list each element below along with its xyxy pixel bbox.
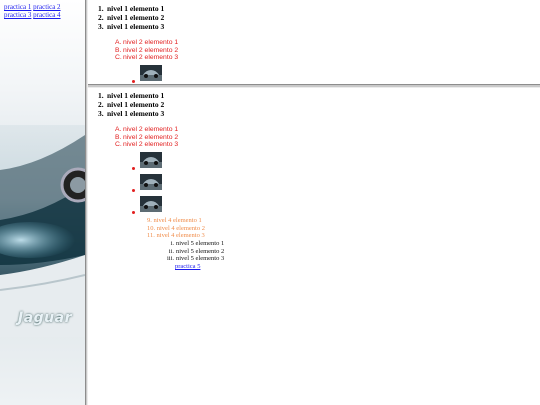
car-thumbnail-icon[interactable] xyxy=(140,196,162,212)
list-item: 1.nivel 1 elemento 1 xyxy=(98,4,165,13)
list-item: 3.nivel 1 elemento 3 xyxy=(98,109,165,118)
list-item: A.nivel 2 elemento 1 xyxy=(115,39,179,46)
list-item: 11. nivel 4 elemento 3 xyxy=(147,232,205,239)
level5-list: i.nivel 5 elemento 1 ii.nivel 5 elemento… xyxy=(162,240,224,263)
level2-list: A.nivel 2 elemento 1 B.nivel 2 elemento … xyxy=(115,39,178,62)
car-thumbnail-icon[interactable] xyxy=(140,65,162,81)
level6-container: practica 5 xyxy=(175,263,200,271)
nav-links: practica 1 practica 2 practica 3 practic… xyxy=(4,3,61,19)
bullet-icon xyxy=(132,189,135,192)
list-item: 1.nivel 1 elemento 1 xyxy=(98,91,165,100)
nav-link-practica-4[interactable]: practica 4 xyxy=(33,11,61,19)
list-item: C.nivel 2 elemento 3 xyxy=(115,54,179,61)
level2-list: A.nivel 2 elemento 1 B.nivel 2 elemento … xyxy=(115,126,178,149)
left-nav-frame: practica 1 practica 2 practica 3 practic… xyxy=(0,0,85,405)
nav-link-practica-2[interactable]: practica 2 xyxy=(33,3,61,11)
car-thumbnail-icon[interactable] xyxy=(140,174,162,190)
list-item: A.nivel 2 elemento 1 xyxy=(115,126,179,133)
car-illustration-icon xyxy=(0,125,85,337)
list-item: C.nivel 2 elemento 3 xyxy=(115,141,179,148)
list-item: 3.nivel 1 elemento 3 xyxy=(98,22,165,31)
bullet-icon xyxy=(132,211,135,214)
list-item: 10. nivel 4 elemento 2 xyxy=(147,224,205,232)
frame-splitter-vertical[interactable] xyxy=(85,0,88,405)
list-item: B.nivel 2 elemento 2 xyxy=(115,46,179,54)
nav-link-practica-1[interactable]: practica 1 xyxy=(4,3,32,11)
link-practica-5[interactable]: practica 5 xyxy=(175,263,201,270)
list-item: 2.nivel 1 elemento 2 xyxy=(98,13,165,22)
car-background-image xyxy=(0,125,85,337)
frame-splitter-horizontal[interactable] xyxy=(88,84,540,88)
bottom-content-frame: 1.nivel 1 elemento 1 2.nivel 1 elemento … xyxy=(88,88,540,405)
jaguar-logo-text: Jaguar xyxy=(18,310,72,326)
car-thumbnail-icon[interactable] xyxy=(140,152,162,168)
list-item: 9. nivel 4 elemento 1 xyxy=(147,217,202,224)
list-item: ii.nivel 5 elemento 2 xyxy=(168,247,225,255)
list-item: i.nivel 5 elemento 1 xyxy=(170,240,225,247)
list-item: 2.nivel 1 elemento 2 xyxy=(98,100,165,109)
bullet-icon xyxy=(132,167,135,170)
level1-list: 1.nivel 1 elemento 1 2.nivel 1 elemento … xyxy=(98,4,164,31)
nav-link-practica-3[interactable]: practica 3 xyxy=(4,11,32,19)
list-item: iii.nivel 5 elemento 3 xyxy=(166,255,225,262)
list-item: B.nivel 2 elemento 2 xyxy=(115,133,179,141)
top-content-frame: 1.nivel 1 elemento 1 2.nivel 1 elemento … xyxy=(88,0,540,84)
bullet-icon xyxy=(132,80,135,83)
level1-list: 1.nivel 1 elemento 1 2.nivel 1 elemento … xyxy=(98,91,164,118)
level4-list: 9. nivel 4 elemento 1 10. nivel 4 elemen… xyxy=(147,217,205,240)
